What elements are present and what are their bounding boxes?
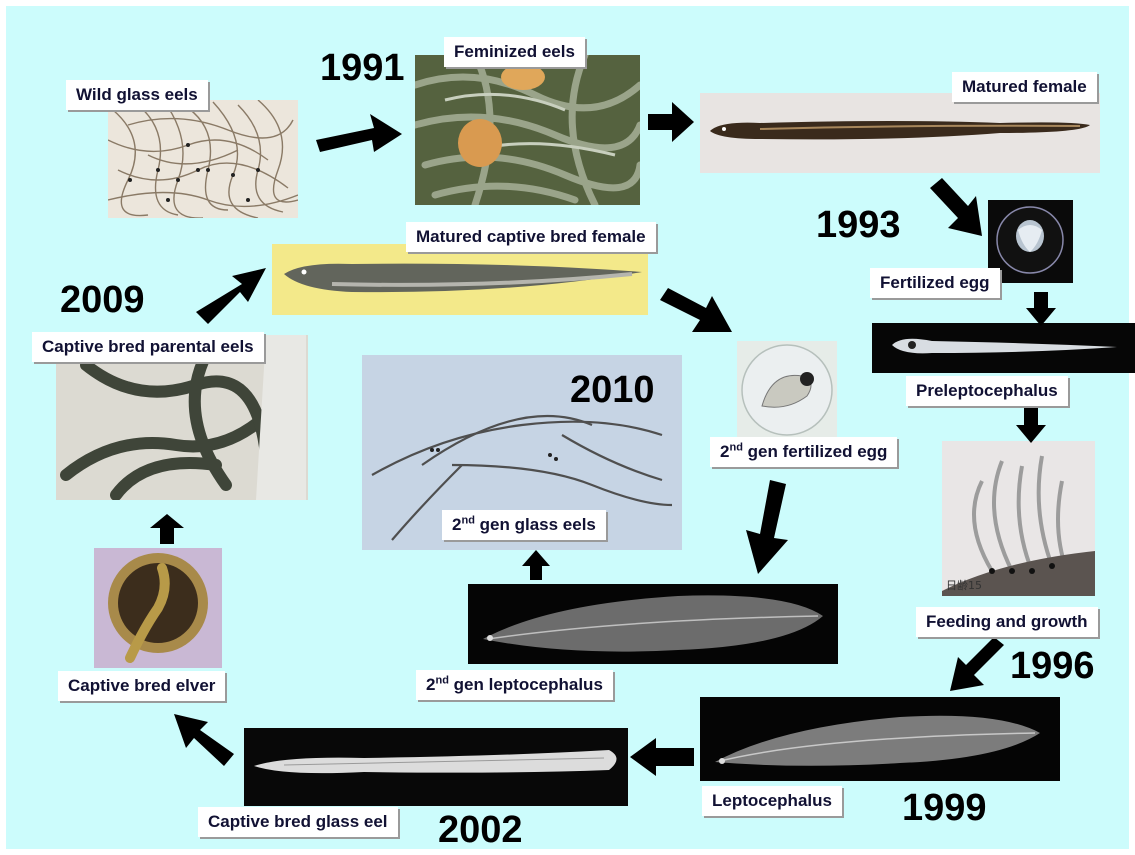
matured-female-photo [700,93,1100,173]
label-captive-bred-parental-eels: Captive bred parental eels [32,332,264,362]
label-preleptocephalus: Preleptocephalus [906,376,1068,406]
arrow-icon [928,176,984,238]
fertilized-egg-photo [988,200,1073,283]
label-gen2-fertilized-egg: 2nd gen fertilized egg [710,437,897,467]
label-matured-female: Matured female [952,72,1097,102]
label-leptocephalus: Leptocephalus [702,786,842,816]
preleptocephalus-photo [872,323,1135,373]
year-2002: 2002 [438,810,523,850]
gen2-ordinal: nd [435,674,448,686]
arrow-icon [1014,405,1048,445]
year-1993: 1993 [816,205,901,245]
arrow-icon [312,108,404,156]
arrow-icon [146,512,188,546]
leptocephalus-photo [700,697,1060,781]
year-1996: 1996 [1010,646,1095,686]
arrow-icon [744,478,792,576]
arrow-icon [948,635,1008,693]
arrow-icon [520,548,552,582]
arrow-icon [658,286,734,338]
gen2-fertilized-egg-text: gen fertilized egg [743,442,888,461]
year-1991: 1991 [320,48,405,88]
label-captive-bred-elver: Captive bred elver [58,671,225,701]
feminized-eels-photo [415,55,640,205]
label-wild-glass-eels: Wild glass eels [66,80,208,110]
year-2010: 2010 [570,370,655,410]
label-fertilized-egg: Fertilized egg [870,268,1000,298]
label-gen2-glass-eels: 2nd gen glass eels [442,510,606,540]
gen2-ordinal: nd [461,514,474,526]
captive-bred-elver-photo [94,548,222,668]
gen2-glass-eels-text: gen glass eels [475,515,596,534]
day-stamp: 日齢15 [946,577,982,593]
gen2-leptocephalus-photo [468,584,838,664]
wild-glass-eels-photo [108,100,298,218]
gen2-fertilized-egg-photo [737,341,837,439]
arrow-icon [172,712,238,768]
year-1999: 1999 [902,788,987,828]
label-matured-captive-bred-female: Matured captive bred female [406,222,656,252]
captive-bred-glass-eel-photo [244,728,628,806]
gen2-leptocephalus-text: gen leptocephalus [449,675,603,694]
label-gen2-leptocephalus: 2nd gen leptocephalus [416,670,613,700]
label-feminized-eels: Feminized eels [444,37,585,67]
gen2-ordinal: nd [729,441,742,453]
arrow-icon [646,100,696,144]
year-2009: 2009 [60,280,145,320]
matured-captive-bred-female-photo [272,244,648,315]
arrow-icon [194,266,268,326]
label-captive-bred-glass-eel: Captive bred glass eel [198,807,398,837]
feeding-and-growth-photo: 日齢15 [942,441,1095,596]
label-feeding-and-growth: Feeding and growth [916,607,1098,637]
arrow-icon [628,736,696,778]
arrow-icon [1024,290,1058,328]
